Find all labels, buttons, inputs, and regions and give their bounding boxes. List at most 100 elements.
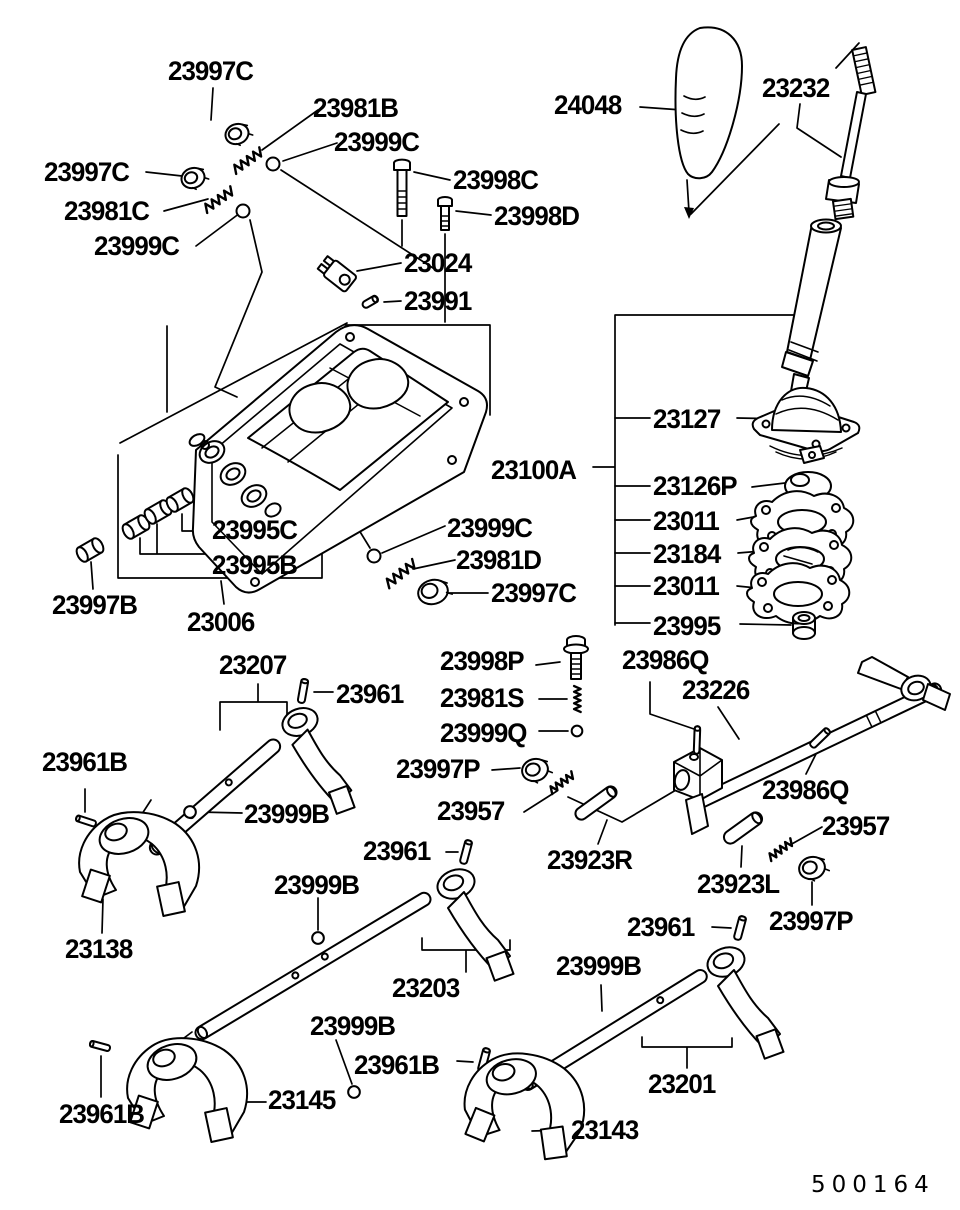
part-label-23011-lower: 23011 bbox=[653, 571, 720, 601]
spring-pin-23961b-topleft bbox=[74, 814, 98, 828]
part-label-23995B: 23995B bbox=[212, 550, 298, 580]
spring-23981s bbox=[573, 685, 582, 713]
part-label-23999B-1: 23999B bbox=[244, 799, 330, 829]
interlock-plunger-top bbox=[221, 118, 256, 150]
part-label-23961B-mid: 23961B bbox=[354, 1050, 440, 1080]
interlock-pin-23923r bbox=[573, 784, 619, 822]
part-label-23991: 23991 bbox=[404, 286, 472, 316]
part-label-23961-bottom: 23961 bbox=[627, 912, 695, 942]
part-label-23207: 23207 bbox=[219, 650, 287, 680]
detent-spring-23957-left bbox=[547, 770, 577, 796]
plug-bolt-23998p bbox=[563, 635, 589, 680]
detent-plug-23997p-left bbox=[518, 754, 555, 787]
detent-plug-mid bbox=[415, 576, 453, 608]
part-label-23999Q: 23999Q bbox=[440, 718, 527, 748]
part-label-23961-top: 23961 bbox=[336, 679, 404, 709]
part-label-23011-upper: 23011 bbox=[653, 506, 720, 536]
pin-23986q-upper bbox=[692, 724, 702, 756]
part-label-23999C-left: 23999C bbox=[94, 231, 180, 261]
part-label-23999C-top: 23999C bbox=[334, 127, 420, 157]
bolt-23998d bbox=[437, 196, 453, 231]
part-label-23127: 23127 bbox=[653, 404, 721, 434]
spring-pin-23961b-bottomleft bbox=[88, 1039, 112, 1053]
part-label-23997C-left: 23997C bbox=[44, 157, 130, 187]
part-label-23995C: 23995C bbox=[212, 515, 298, 545]
ball-23999q bbox=[570, 724, 584, 738]
part-label-23957-right: 23957 bbox=[822, 811, 890, 841]
interlock-plunger-left bbox=[177, 162, 212, 194]
part-label-23143: 23143 bbox=[571, 1115, 639, 1145]
part-label-23981D: 23981D bbox=[456, 545, 542, 575]
shift-fork-23145 bbox=[126, 1037, 249, 1143]
part-label-23006: 23006 bbox=[187, 607, 255, 637]
detent-spring-b bbox=[230, 146, 266, 176]
part-label-23997C-mid: 23997C bbox=[491, 578, 577, 608]
part-label-23999C-mid: 23999C bbox=[447, 513, 533, 543]
shift-fork-arm-23203 bbox=[432, 863, 515, 982]
part-label-24048: 24048 bbox=[554, 90, 622, 120]
bushing-23997b bbox=[73, 535, 107, 565]
interlock-pin-23923l bbox=[721, 810, 764, 846]
spring-pin-mid bbox=[458, 838, 474, 866]
part-label-23203: 23203 bbox=[392, 973, 460, 1003]
part-label-23923R: 23923R bbox=[547, 845, 633, 875]
part-label-23998P: 23998P bbox=[440, 646, 525, 676]
part-label-23999B-4: 23999B bbox=[556, 951, 642, 981]
part-label-23997C-top: 23997C bbox=[168, 56, 254, 86]
back-up-lamp-switch bbox=[317, 255, 358, 293]
shift-rail-23203 bbox=[193, 890, 433, 1041]
part-label-23997B: 23997B bbox=[52, 590, 138, 620]
part-label-23126P: 23126P bbox=[653, 471, 738, 501]
part-label-23997P-left: 23997P bbox=[396, 754, 481, 784]
spring-pin-top bbox=[296, 677, 310, 705]
part-label-23957-left: 23957 bbox=[437, 796, 505, 826]
spring-pin-bottom bbox=[732, 914, 748, 942]
part-label-23100A: 23100A bbox=[491, 455, 577, 485]
gearshift-lever bbox=[782, 47, 875, 400]
part-label-23923L: 23923L bbox=[697, 869, 780, 899]
switch-steel-ball bbox=[361, 295, 379, 309]
detent-ball-right bbox=[265, 156, 281, 172]
shift-fork-23207 bbox=[277, 702, 356, 815]
part-label-23986Q-lower: 23986Q bbox=[762, 775, 849, 805]
part-label-23998C: 23998C bbox=[453, 165, 539, 195]
part-label-23201: 23201 bbox=[648, 1069, 716, 1099]
detent-plug-23997p-right bbox=[795, 852, 832, 885]
detent-ball-left bbox=[235, 203, 251, 219]
detent-spring-23957-right bbox=[766, 837, 796, 863]
drawing-number: 500164 bbox=[811, 1172, 935, 1198]
detent-spring-d bbox=[382, 557, 419, 590]
shift-knob bbox=[676, 27, 743, 178]
gearshift-housing bbox=[188, 325, 487, 592]
part-label-23995: 23995 bbox=[653, 611, 721, 641]
part-label-23999B-2: 23999B bbox=[274, 870, 360, 900]
part-label-23981C: 23981C bbox=[64, 196, 150, 226]
part-label-23226: 23226 bbox=[682, 675, 750, 705]
part-label-23981S: 23981S bbox=[440, 683, 525, 713]
part-label-23961B-topleft: 23961B bbox=[42, 747, 128, 777]
shift-fork-23138 bbox=[78, 811, 201, 917]
part-label-23999B-3: 23999B bbox=[310, 1011, 396, 1041]
part-label-23986Q-upper: 23986Q bbox=[622, 645, 709, 675]
ball-23999b-1 bbox=[183, 805, 197, 819]
ball-23999b-2 bbox=[311, 931, 325, 945]
dust-cover-cap bbox=[785, 472, 831, 500]
part-label-23981B: 23981B bbox=[313, 93, 399, 123]
shift-lever-retainer bbox=[753, 388, 860, 463]
part-label-23961B-bottomleft: 23961B bbox=[59, 1099, 145, 1129]
ball-23999b-3 bbox=[347, 1085, 361, 1099]
part-label-23997P-right: 23997P bbox=[769, 906, 854, 936]
bolt-23998c bbox=[393, 158, 411, 217]
part-label-23184: 23184 bbox=[653, 539, 721, 569]
part-label-23138: 23138 bbox=[65, 934, 133, 964]
part-label-23145: 23145 bbox=[268, 1085, 336, 1115]
part-label-23961-mid: 23961 bbox=[363, 836, 431, 866]
part-label-23232: 23232 bbox=[762, 73, 830, 103]
detent-ball-mid bbox=[366, 548, 382, 564]
part-label-23998D: 23998D bbox=[494, 201, 580, 231]
plate-23184 bbox=[748, 527, 853, 590]
leader-lines bbox=[85, 43, 859, 1131]
part-label-23024: 23024 bbox=[404, 248, 472, 278]
